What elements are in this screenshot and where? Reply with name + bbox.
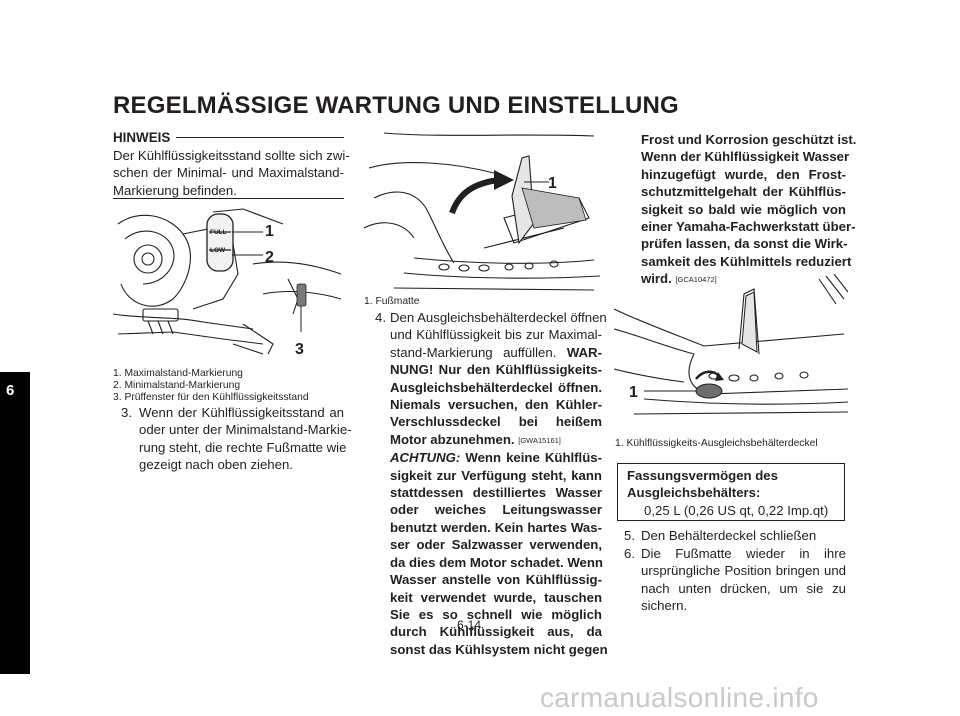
warning-code: [GWA15161]	[518, 435, 561, 445]
note-bottom-rule	[113, 198, 344, 199]
gauge-full-label: FULL	[210, 229, 227, 236]
caution-line: hinzugefügt wurde, den Frost-	[641, 166, 846, 182]
warning-line: Niemals versuchen, den Kühler-	[390, 397, 602, 413]
caution-line: Sie es so schnell wie möglich	[390, 606, 602, 622]
caution-line: sonst das Kühlsystem nicht gegen	[390, 641, 608, 657]
note-heading: HINWEIS	[113, 130, 344, 145]
caution-line: ser oder Salzwasser verwenden,	[390, 537, 602, 553]
callout-2: 2	[265, 249, 274, 266]
spec-title: Fassungsvermögen des	[627, 468, 778, 483]
warning-line: NUNG! Nur den Kühlflüssigkeits-	[390, 362, 602, 378]
caution-line: prüfen lassen, da sonst die Wirk-	[641, 236, 848, 252]
step-4: 4. Den Ausgleichsbehälterdeckel öffnen u…	[364, 309, 608, 658]
step-line: ursprüngliche Position bringen und	[641, 563, 846, 579]
figure2-caption: 1. Fußmatte	[364, 296, 420, 307]
spec-title: Ausgleichsbehälters:	[627, 485, 761, 501]
step-number: 3.	[121, 405, 132, 420]
step-line: und Kühlflüssigkeit bis zur Maximal-	[390, 327, 602, 343]
coolant-level-figure: FULL LOW 1 2 3	[113, 208, 342, 358]
step-line: rung steht, die rechte Fußmatte wie	[139, 439, 347, 455]
figure3-caption: 1. Kühlflüssigkeits-Ausgleichsbehälterde…	[615, 438, 818, 449]
chapter-number: 6	[6, 382, 15, 399]
caution-line: schutzmittelgehalt der Kühlflüs-	[641, 184, 846, 200]
step-number: 4.	[375, 310, 386, 325]
lift-arrow	[449, 177, 500, 215]
warning-line: Verschlussdeckel bei heißem	[390, 414, 602, 430]
caption-item: 2. Minimalstand-Markierung	[113, 380, 241, 391]
caution-line: Wasser anstelle von Kühlflüssig-	[390, 572, 602, 588]
caution-first: Wenn keine Kühlflüs-	[465, 450, 603, 466]
step-3: 3. Wenn der Kühlflüssigkeitsstand an ode…	[113, 404, 352, 474]
caution-last: wird.	[641, 271, 672, 287]
callout-1: 1	[629, 384, 638, 401]
caution-line: stattdessen destilliertes Wasser	[390, 485, 602, 501]
step-line: gezeigt nach oben ziehen.	[139, 457, 293, 473]
callout-1: 1	[265, 223, 274, 240]
caution-line: benutzt werden. Kein hartes Was-	[390, 519, 602, 535]
spec-content: Fassungsvermögen des Ausgleichsbehälters…	[627, 467, 842, 519]
coolant-gauge-window	[206, 213, 234, 272]
step-line: Wenn der Kühlflüssigkeitsstand an	[139, 405, 344, 420]
caution-continued: Frost und Korrosion geschützt ist. Wenn …	[615, 131, 857, 289]
inspection-window	[296, 283, 307, 307]
caution-line: durch Kühlflüssigkeit aus, da	[390, 624, 602, 640]
caution-line: einer Yamaha-Fachwerkstatt über-	[641, 219, 856, 235]
reservoir-cap	[695, 383, 723, 399]
step-6: 6. Die Fußmatte wieder in ihre ursprüngl…	[615, 545, 846, 615]
watermark: carmanualsonline.info	[540, 682, 819, 713]
caution-line: sigkeit so bald wie möglich von	[641, 201, 846, 217]
caution-line: wird. [GCA10472]	[615, 270, 846, 288]
caution-label: ACHTUNG:	[390, 450, 461, 466]
gauge-low-label: LOW	[210, 247, 226, 254]
step-line: sichern.	[641, 598, 688, 614]
warning-start: WAR-	[566, 344, 602, 360]
step-line: Die Fußmatte wieder in ihre	[641, 546, 846, 561]
step-line: oder unter der Minimalstand-Markie-	[139, 422, 352, 438]
figure1-captions: 1. Maximalstand-Markierung 2. Minimalsta…	[113, 368, 353, 404]
step-line: stand-Markierung auffüllen. WAR-	[364, 344, 602, 361]
caption-item: 1. Maximalstand-Markierung	[113, 368, 243, 379]
caution-line: ACHTUNG: Wenn keine Kühlflüs-	[364, 449, 602, 466]
floor-mat-figure: 1	[364, 132, 600, 291]
step-line: nach unten drücken, um sie zu	[641, 580, 846, 596]
note-line: schen der Minimal- und Maximalstand-	[113, 165, 344, 181]
note-body: Der Kühlflüssigkeitsstand sollte sich zw…	[113, 147, 350, 199]
note-heading-rule	[176, 137, 344, 138]
reservoir-cap-figure: 1	[614, 274, 848, 415]
caption-item: 3. Prüffenster für den Kühlflüssigkeitss…	[113, 392, 309, 403]
caution-line: da dies dem Motor schadet. Wenn	[390, 554, 603, 570]
spec-value: 0,25 L (0,26 US qt, 0,22 Imp.qt)	[644, 502, 829, 518]
caution-line: sigkeit zur Verfügung steht, kann	[390, 467, 602, 483]
caution-line: keit verwendet wurde, tauschen	[390, 589, 602, 605]
caution-line: Wenn der Kühlflüssigkeit Wasser	[641, 149, 850, 165]
spec-box	[617, 463, 845, 521]
caution-line: Frost und Korrosion geschützt ist.	[641, 132, 857, 147]
note-line: Der Kühlflüssigkeitsstand sollte sich zw…	[113, 148, 350, 163]
step-line: Den Ausgleichsbehälterdeckel öffnen	[390, 310, 607, 325]
caution-code: [GCA10472]	[675, 275, 717, 285]
caution-line: oder weiches Leitungswasser	[390, 502, 602, 518]
page-number: 6-14	[457, 618, 482, 632]
callout-3: 3	[295, 341, 304, 358]
callout-1: 1	[548, 175, 557, 192]
step-line-text: stand-Markierung auffüllen.	[390, 344, 557, 360]
caution-line: samkeit des Kühlmittels reduziert	[641, 253, 852, 269]
note-line: Markierung befinden.	[113, 182, 237, 198]
note-heading-label: HINWEIS	[113, 130, 171, 145]
warning-line: Ausgleichsbehälterdeckel öffnen.	[390, 379, 602, 395]
step-number: 5.	[624, 528, 635, 543]
step-5: 5. Den Behälterdeckel schließen	[615, 527, 846, 544]
page-title: REGELMÄSSIGE WARTUNG UND EINSTELLUNG	[113, 92, 679, 119]
warning-line: Motor abzunehmen. [GWA15161]	[364, 431, 602, 449]
step-line: Den Behälterdeckel schließen	[641, 528, 817, 543]
step-number: 6.	[624, 546, 635, 561]
warning-last: Motor abzunehmen.	[390, 431, 515, 447]
chapter-tab	[0, 372, 30, 674]
